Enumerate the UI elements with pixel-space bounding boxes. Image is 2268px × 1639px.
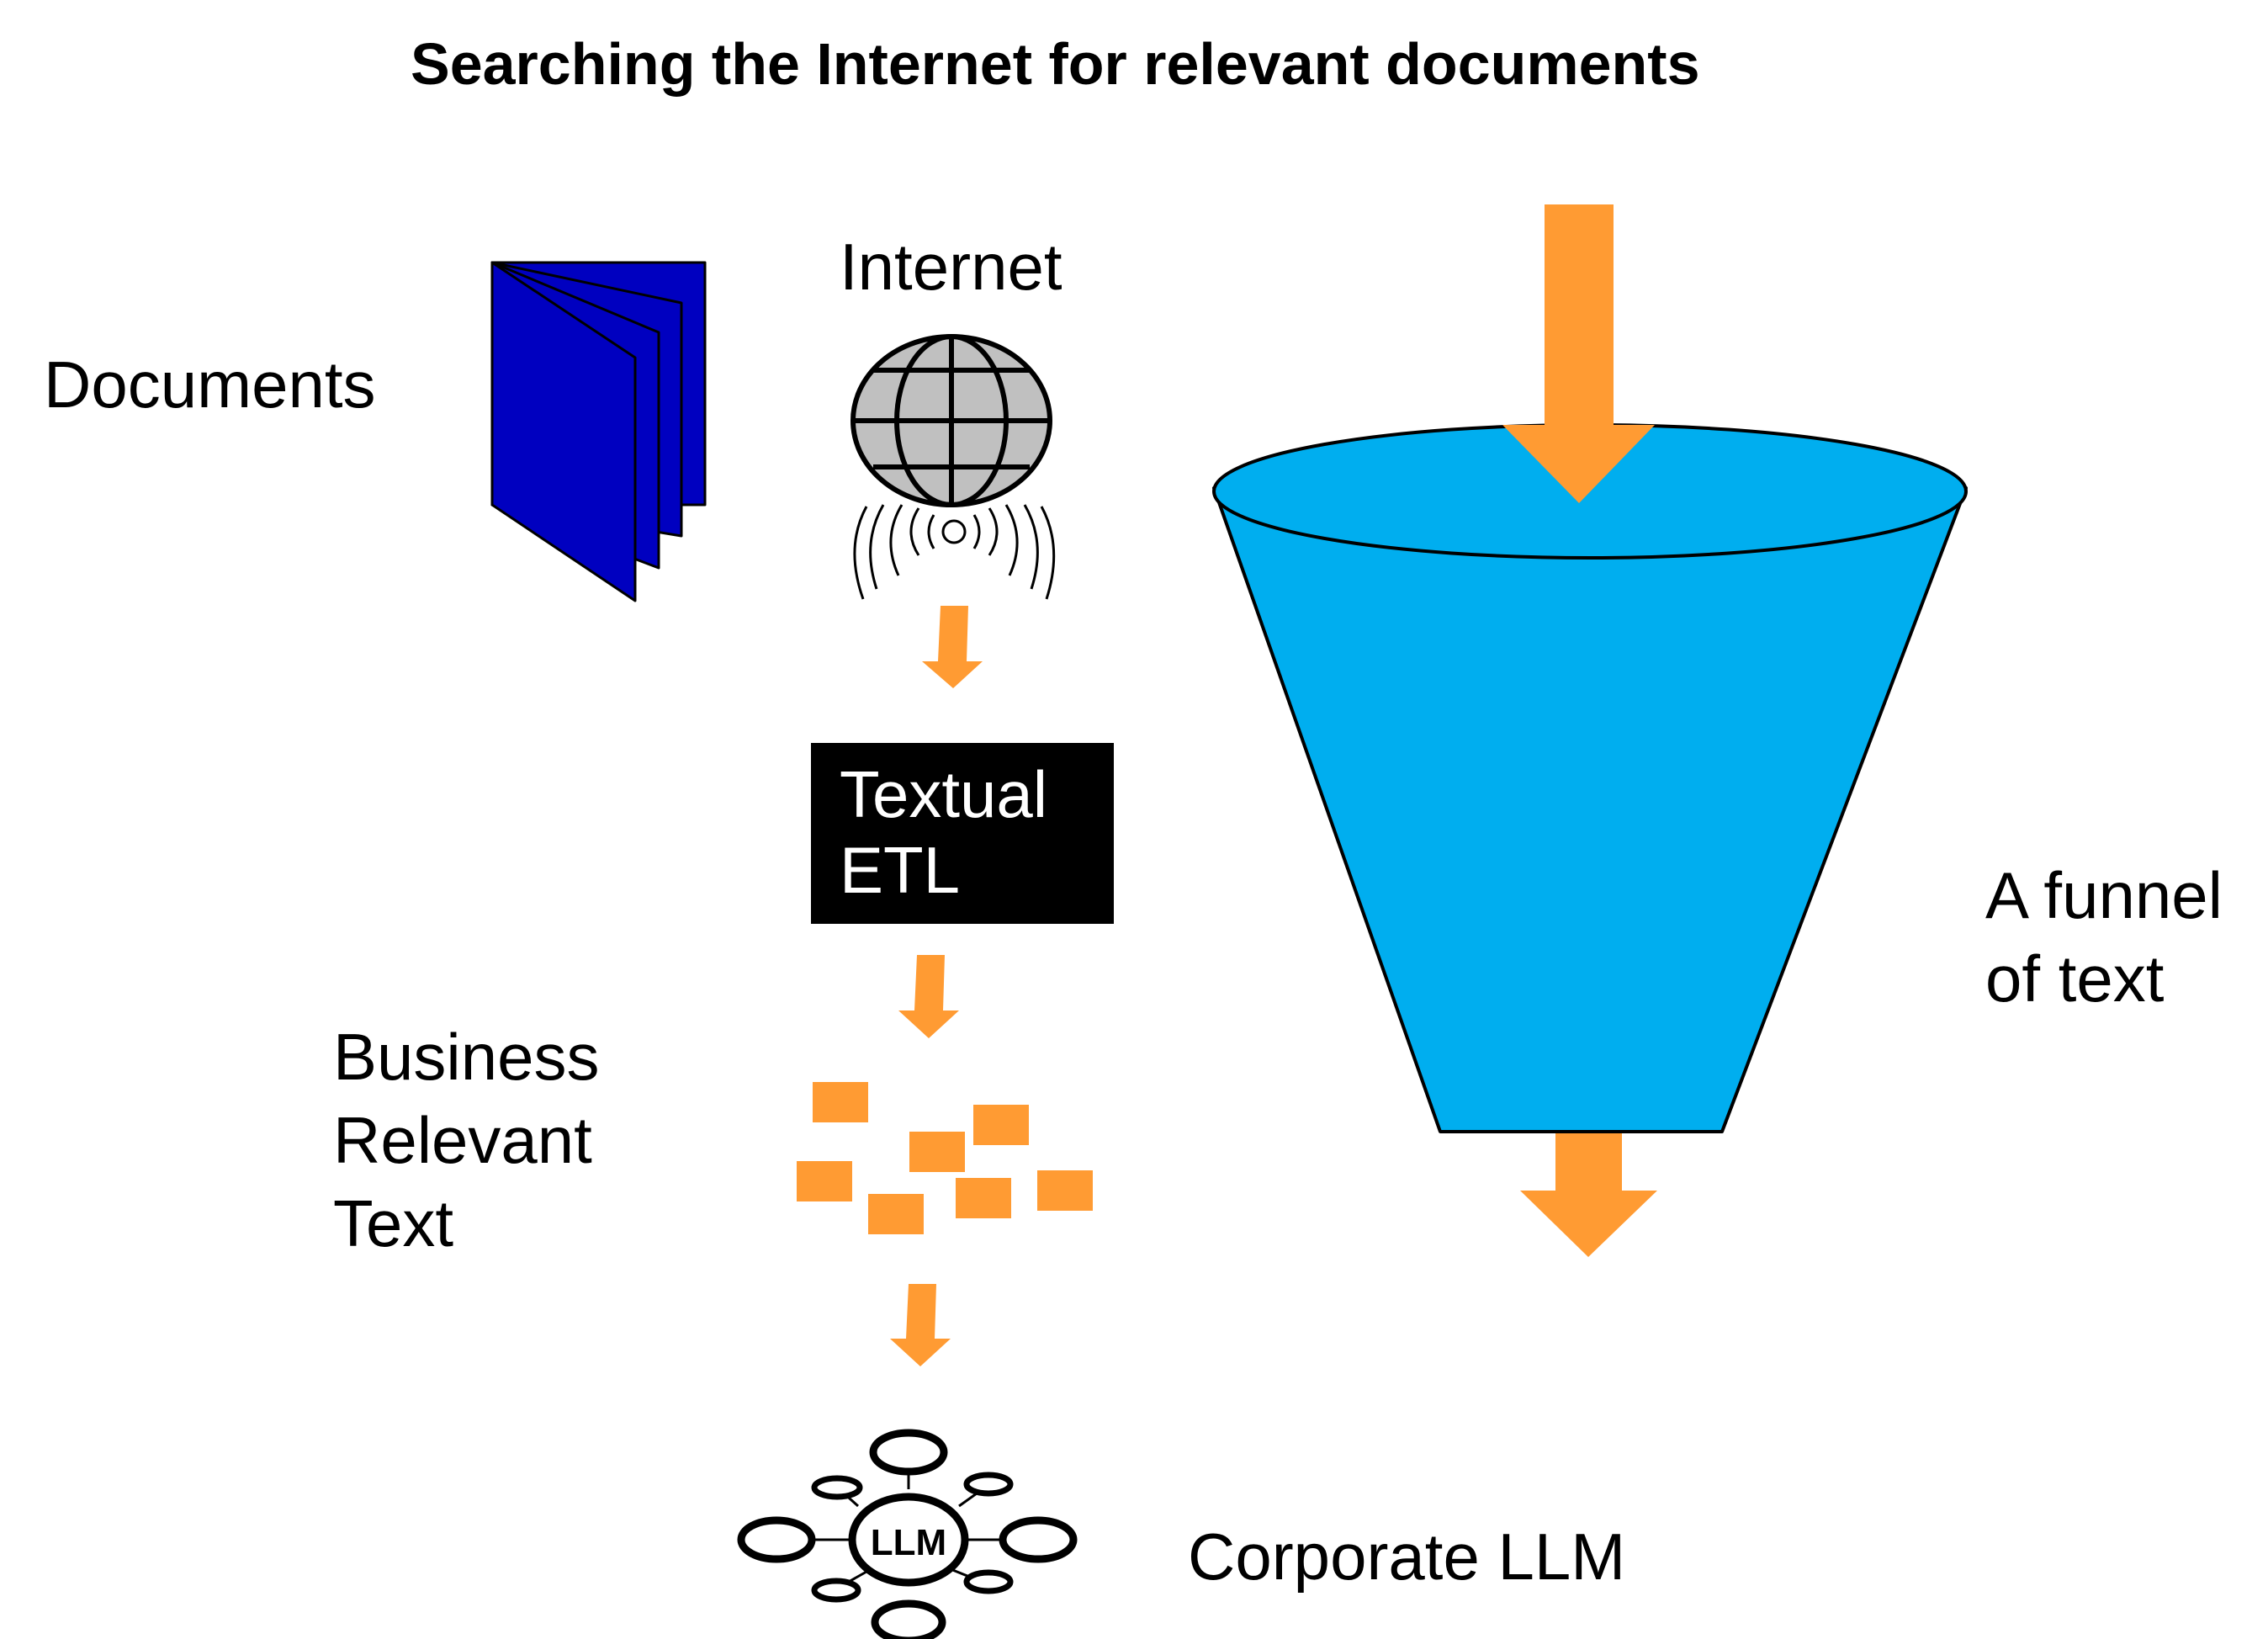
text-blocks-icon [797,1082,1093,1234]
textual-etl-label-line: ETL [840,833,961,907]
network-hub-icon: LLM [737,1429,1078,1639]
arrow-etl-to-text [898,955,959,1038]
book-icon [490,261,707,602]
page-title: Searching the Internet for relevant docu… [411,31,1700,97]
signal-waves-icon [853,504,1056,600]
funnel-label-line: A funnel [1985,858,2223,932]
business-relevant-text-label-line: Relevant [333,1103,592,1177]
funnel-input-arrow [1502,204,1655,503]
corporate-llm-label: Corporate LLM [1188,1520,1626,1594]
textual-etl-label-line: Textual [840,757,1048,831]
globe-broadcast-icon [850,334,1056,600]
documents-label: Documents [44,347,376,422]
arrow-internet-to-etl [922,606,983,688]
funnel-label: A funnel of text [1985,854,2223,1021]
funnel-output-arrow [1520,1133,1657,1257]
business-relevant-text-label-line: Business [333,1020,600,1094]
arrow-text-to-llm [890,1284,951,1366]
textual-etl-box: Textual ETL [811,743,1114,924]
internet-label: Internet [840,230,1062,304]
funnel-body [1212,486,1968,1133]
funnel-icon [1212,204,1968,1257]
business-relevant-text-label-line: Text [333,1186,454,1260]
business-relevant-text-label: Business Relevant Text [333,1016,600,1265]
globe-icon [850,334,1052,507]
funnel-label-line: of text [1985,941,2165,1016]
llm-node-label: LLM [871,1522,946,1563]
